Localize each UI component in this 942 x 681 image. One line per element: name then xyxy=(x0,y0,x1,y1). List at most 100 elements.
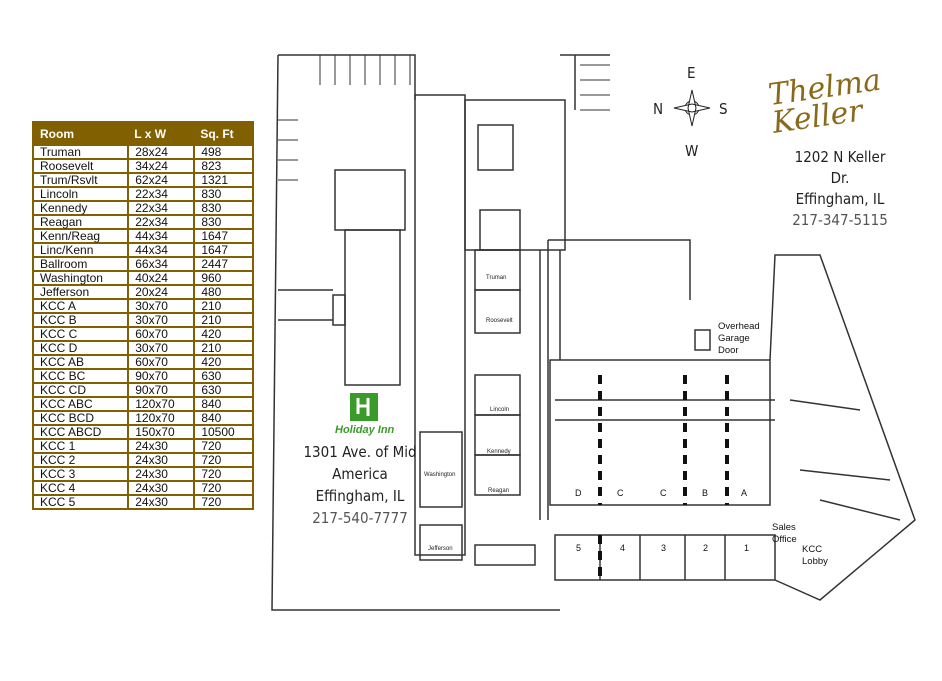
room-name: Trum/Rsvlt xyxy=(31,172,130,188)
holiday-inn-logo: Holiday Inn xyxy=(335,424,395,436)
thelma-phone: 217-347-5115 xyxy=(792,211,888,229)
room-lxw: 22x34 xyxy=(127,186,196,202)
compass-north: N xyxy=(653,100,664,118)
room-sqft: 720 xyxy=(193,438,254,454)
room-sqft: 10500 xyxy=(193,424,254,440)
room-lxw: 24x30 xyxy=(127,466,196,482)
room-name: Lincoln xyxy=(31,186,130,202)
room-sqft: 830 xyxy=(193,214,254,230)
room-lxw: 22x34 xyxy=(127,200,196,216)
room-sqft: 2447 xyxy=(193,256,254,272)
room-lxw: 90x70 xyxy=(127,382,196,398)
room-sqft: 840 xyxy=(193,396,254,412)
room-lxw: 24x30 xyxy=(127,452,196,468)
room-sqft: 1321 xyxy=(193,172,254,188)
room-truman: Truman xyxy=(486,275,507,281)
room-lxw: 60x70 xyxy=(127,326,196,342)
room-lxw: 30x70 xyxy=(127,312,196,328)
holiday-address: 1301 Ave. of Mid America Effingham, IL 2… xyxy=(300,441,420,529)
room-name: Truman xyxy=(31,144,130,160)
room-lxw: 20x24 xyxy=(127,284,196,300)
room-sqft: 830 xyxy=(193,200,254,216)
room-lxw: 24x30 xyxy=(127,438,196,454)
room-lxw: 44x34 xyxy=(127,228,196,244)
overhead-garage-door-label: Overhead Garage Door xyxy=(718,321,760,357)
room-lxw: 30x70 xyxy=(127,298,196,314)
kcc-3: 3 xyxy=(661,543,667,553)
room-name: Roosevelt xyxy=(31,158,130,174)
kcc-lobby-label: KCC Lobby xyxy=(802,544,828,568)
room-sqft: 720 xyxy=(193,494,254,510)
room-lxw: 28x24 xyxy=(127,144,196,160)
room-name: KCC BC xyxy=(31,368,130,384)
room-sqft: 830 xyxy=(193,186,254,202)
room-name: KCC 3 xyxy=(31,466,130,482)
room-name: KCC 1 xyxy=(31,438,130,454)
room-sqft: 480 xyxy=(193,284,254,300)
room-sqft: 720 xyxy=(193,480,254,496)
holiday-addr2: America xyxy=(332,465,388,483)
kcc-4: 4 xyxy=(620,543,626,553)
kcc-d: D xyxy=(575,488,582,498)
holiday-addr1: 1301 Ave. of Mid xyxy=(303,443,417,461)
room-sqft: 720 xyxy=(193,466,254,482)
sales-line2: Office xyxy=(772,534,797,545)
col-lxw: L x W xyxy=(134,126,167,141)
room-name: Kenn/Reag xyxy=(31,228,130,244)
sales-office-label: Sales Office xyxy=(772,522,797,546)
compass-east: E xyxy=(687,64,696,82)
room-name: KCC 5 xyxy=(31,494,130,510)
room-lxw: 44x34 xyxy=(127,242,196,258)
kcc-c2: C xyxy=(660,488,667,498)
room-jefferson: Jefferson xyxy=(428,546,453,552)
room-name: Washington xyxy=(31,270,130,286)
overhead-line2: Garage xyxy=(718,333,750,344)
room-sqft: 823 xyxy=(193,158,254,174)
room-lxw: 40x24 xyxy=(127,270,196,286)
kcc-b: B xyxy=(702,488,709,498)
room-lxw: 120x70 xyxy=(127,410,196,426)
room-name: Reagan xyxy=(31,214,130,230)
room-name: KCC B xyxy=(31,312,130,328)
room-name: KCC A xyxy=(31,298,130,314)
holiday-city: Effingham, IL xyxy=(315,487,405,505)
kcc-5: 5 xyxy=(576,543,582,553)
room-name: KCC BCD xyxy=(31,410,130,426)
room-sqft: 210 xyxy=(193,298,254,314)
room-name: Linc/Kenn xyxy=(31,242,130,258)
sales-line1: Sales xyxy=(772,522,796,533)
room-lxw: 24x30 xyxy=(127,494,196,510)
lobby-line2: Lobby xyxy=(802,556,828,567)
kcc-c1: C xyxy=(617,488,624,498)
room-sqft: 1647 xyxy=(193,242,254,258)
room-sqft: 210 xyxy=(193,340,254,356)
room-sqft: 630 xyxy=(193,382,254,398)
room-lxw: 66x34 xyxy=(127,256,196,272)
col-room: Room xyxy=(40,126,74,141)
compass-west: W xyxy=(685,142,699,160)
room-sqft: 1647 xyxy=(193,228,254,244)
kcc-a: A xyxy=(741,488,748,498)
room-sqft: 960 xyxy=(193,270,254,286)
room-sqft: 420 xyxy=(193,326,254,342)
room-name: KCC CD xyxy=(31,382,130,398)
room-name: KCC D xyxy=(31,340,130,356)
room-kennedy: Kennedy xyxy=(487,449,511,455)
room-name: KCC C xyxy=(31,326,130,342)
